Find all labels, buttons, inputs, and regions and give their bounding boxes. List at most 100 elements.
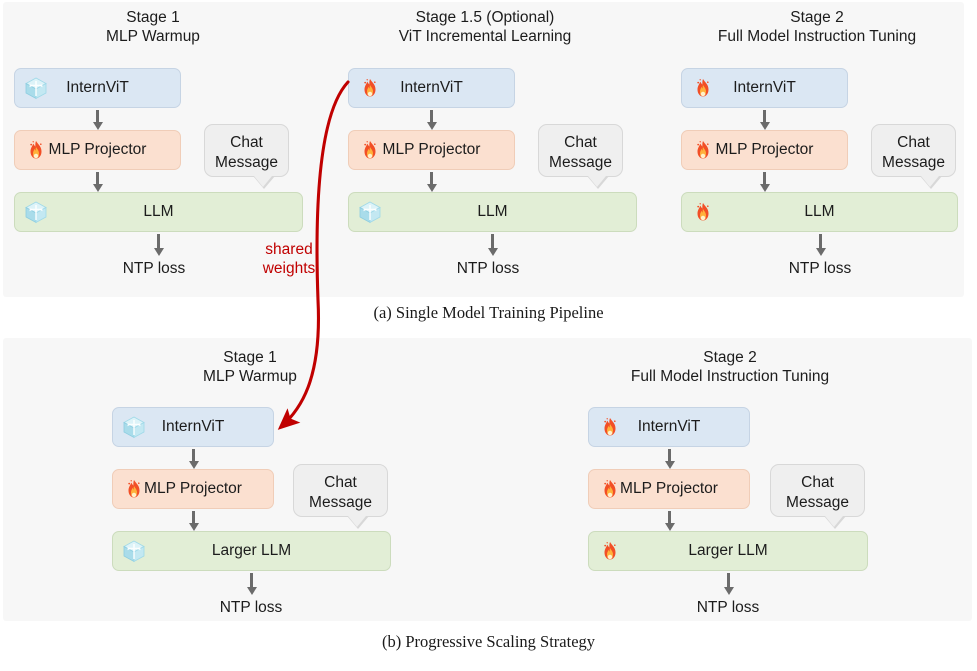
chat-bubble-line2: Message	[882, 154, 945, 171]
stage-1-5-title-line2: ViT Incremental Learning	[398, 28, 572, 45]
bubble-tail-inner	[348, 515, 366, 527]
stage-1-larger-llm-box-b[interactable]: Larger LLM	[112, 531, 391, 571]
ice-cube-icon	[357, 199, 383, 225]
flame-icon	[690, 137, 716, 163]
stage-1-title-line1: Stage 1	[126, 9, 180, 26]
stage-1-5-llm-box[interactable]: LLM	[348, 192, 637, 232]
bubble-tail-inner	[254, 175, 272, 187]
caption-panel-b: (b) Progressive Scaling Strategy	[381, 632, 596, 651]
stage-2-larger-llm-box-b[interactable]: Larger LLM	[588, 531, 868, 571]
stage-2-mlp-projector-box[interactable]: MLP Projector	[681, 130, 848, 170]
stage-2-column-b: Stage 2 Full Model Instruction Tuning	[585, 348, 875, 386]
stage-1-internvit-box[interactable]: InternViT	[14, 68, 181, 108]
arrow-llm-to-loss	[246, 573, 257, 595]
shared-weights-annotation: shared weights	[250, 240, 328, 278]
stage-2-chat-message-bubble-b[interactable]: Chat Message	[770, 464, 865, 529]
ice-cube-icon	[23, 199, 49, 225]
stage-1-title-line2-b: MLP Warmup	[203, 368, 297, 385]
ice-cube-icon	[121, 538, 147, 564]
stage-1-llm-label: LLM	[143, 203, 174, 220]
chat-bubble-line1: Chat	[324, 474, 357, 491]
arrow-llm-to-loss	[487, 234, 498, 256]
stage-2-internvit-box[interactable]: InternViT	[681, 68, 848, 108]
arrow-llm-to-loss	[815, 234, 826, 256]
stage-1-5-internvit-box[interactable]: InternViT	[348, 68, 515, 108]
stage-2-larger-llm-label-b: Larger LLM	[688, 542, 768, 559]
chat-bubble-line2: Message	[549, 154, 612, 171]
stage-1-larger-llm-label-b: Larger LLM	[211, 542, 292, 559]
flame-icon	[597, 414, 623, 440]
flame-icon	[690, 199, 716, 225]
arrow-mlp-to-llm	[664, 511, 675, 531]
ice-cube-icon	[121, 414, 147, 440]
stage-1-column-b: Stage 1 MLP Warmup	[105, 348, 395, 386]
stage-1-5-mlp-projector-box[interactable]: MLP Projector	[348, 130, 515, 170]
stage-1-title-line1-b: Stage 1	[223, 349, 277, 366]
chat-bubble-line2: Message	[786, 494, 849, 511]
arrow-mlp-to-llm	[426, 172, 437, 192]
bubble-tail-inner	[825, 515, 843, 527]
stage-2-ntp-loss-label-b: NTP loss	[696, 599, 760, 616]
arrow-mlp-to-llm	[759, 172, 770, 192]
stage-1-5-chat-message-bubble[interactable]: Chat Message	[538, 124, 623, 189]
stage-1-llm-box[interactable]: LLM	[14, 192, 303, 232]
flame-icon	[23, 137, 49, 163]
stage-1-column: Stage 1 MLP Warmup	[8, 8, 298, 46]
flame-icon	[357, 137, 383, 163]
stage-2-column: Stage 2 Full Model Instruction Tuning	[672, 8, 962, 46]
stage-1-mlp-projector-box-b[interactable]: MLP Projector	[112, 469, 274, 509]
stage-2-title-line2: Full Model Instruction Tuning	[717, 28, 917, 45]
shared-weights-line1: shared	[265, 241, 313, 258]
arrow-mlp-to-llm	[188, 511, 199, 531]
stage-2-chat-message-bubble[interactable]: Chat Message	[871, 124, 956, 189]
arrow-llm-to-loss	[723, 573, 734, 595]
chat-bubble-line2: Message	[215, 154, 278, 171]
chat-bubble-line1: Chat	[564, 134, 597, 151]
stage-2-title: Stage 2 Full Model Instruction Tuning	[672, 8, 962, 46]
chat-bubble-line1: Chat	[897, 134, 930, 151]
chat-bubble-line1: Chat	[801, 474, 834, 491]
stage-1-title-b: Stage 1 MLP Warmup	[105, 348, 395, 386]
stage-1-internvit-box-b[interactable]: InternViT	[112, 407, 274, 447]
stage-2-title-b: Stage 2 Full Model Instruction Tuning	[585, 348, 875, 386]
stage-1-5-title-line1: Stage 1.5 (Optional)	[415, 9, 555, 26]
ice-cube-icon	[23, 75, 49, 101]
flame-icon	[357, 75, 383, 101]
stage-2-mlp-projector-box-b[interactable]: MLP Projector	[588, 469, 750, 509]
flame-icon	[597, 538, 623, 564]
stage-2-title-line2-b: Full Model Instruction Tuning	[630, 368, 830, 385]
stage-2-title-line1-b: Stage 2	[703, 349, 757, 366]
flame-icon	[121, 476, 147, 502]
stage-1-mlp-projector-box[interactable]: MLP Projector	[14, 130, 181, 170]
stage-2-llm-label: LLM	[804, 203, 835, 220]
arrow-llm-to-loss	[153, 234, 164, 256]
arrow-vit-to-mlp	[759, 110, 770, 130]
stage-2-llm-box[interactable]: LLM	[681, 192, 958, 232]
stage-1-ntp-loss-label-b: NTP loss	[219, 599, 283, 616]
bubble-tail-inner	[588, 175, 606, 187]
bubble-tail-inner	[921, 175, 939, 187]
caption-panel-a: (a) Single Model Training Pipeline	[373, 303, 604, 322]
stage-1-5-title: Stage 1.5 (Optional) ViT Incremental Lea…	[340, 8, 630, 46]
stage-1-chat-message-bubble-b[interactable]: Chat Message	[293, 464, 388, 529]
stage-2-internvit-box-b[interactable]: InternViT	[588, 407, 750, 447]
stage-2-title-line1: Stage 2	[790, 9, 844, 26]
stage-1-ntp-loss-label: NTP loss	[122, 260, 186, 277]
stage-1-5-ntp-loss-label: NTP loss	[456, 260, 520, 277]
stage-1-5-column: Stage 1.5 (Optional) ViT Incremental Lea…	[340, 8, 630, 46]
stage-1-title-line2: MLP Warmup	[106, 28, 200, 45]
arrow-vit-to-mlp	[188, 449, 199, 469]
stage-2-ntp-loss-label: NTP loss	[788, 260, 852, 277]
arrow-vit-to-mlp	[664, 449, 675, 469]
stage-1-title: Stage 1 MLP Warmup	[8, 8, 298, 46]
shared-weights-line2: weights	[262, 260, 316, 277]
stage-1-5-llm-label: LLM	[477, 203, 508, 220]
arrow-vit-to-mlp	[92, 110, 103, 130]
flame-icon	[690, 75, 716, 101]
chat-bubble-line1: Chat	[230, 134, 263, 151]
flame-icon	[597, 476, 623, 502]
arrow-mlp-to-llm	[92, 172, 103, 192]
chat-bubble-line2: Message	[309, 494, 372, 511]
stage-1-chat-message-bubble[interactable]: Chat Message	[204, 124, 289, 189]
